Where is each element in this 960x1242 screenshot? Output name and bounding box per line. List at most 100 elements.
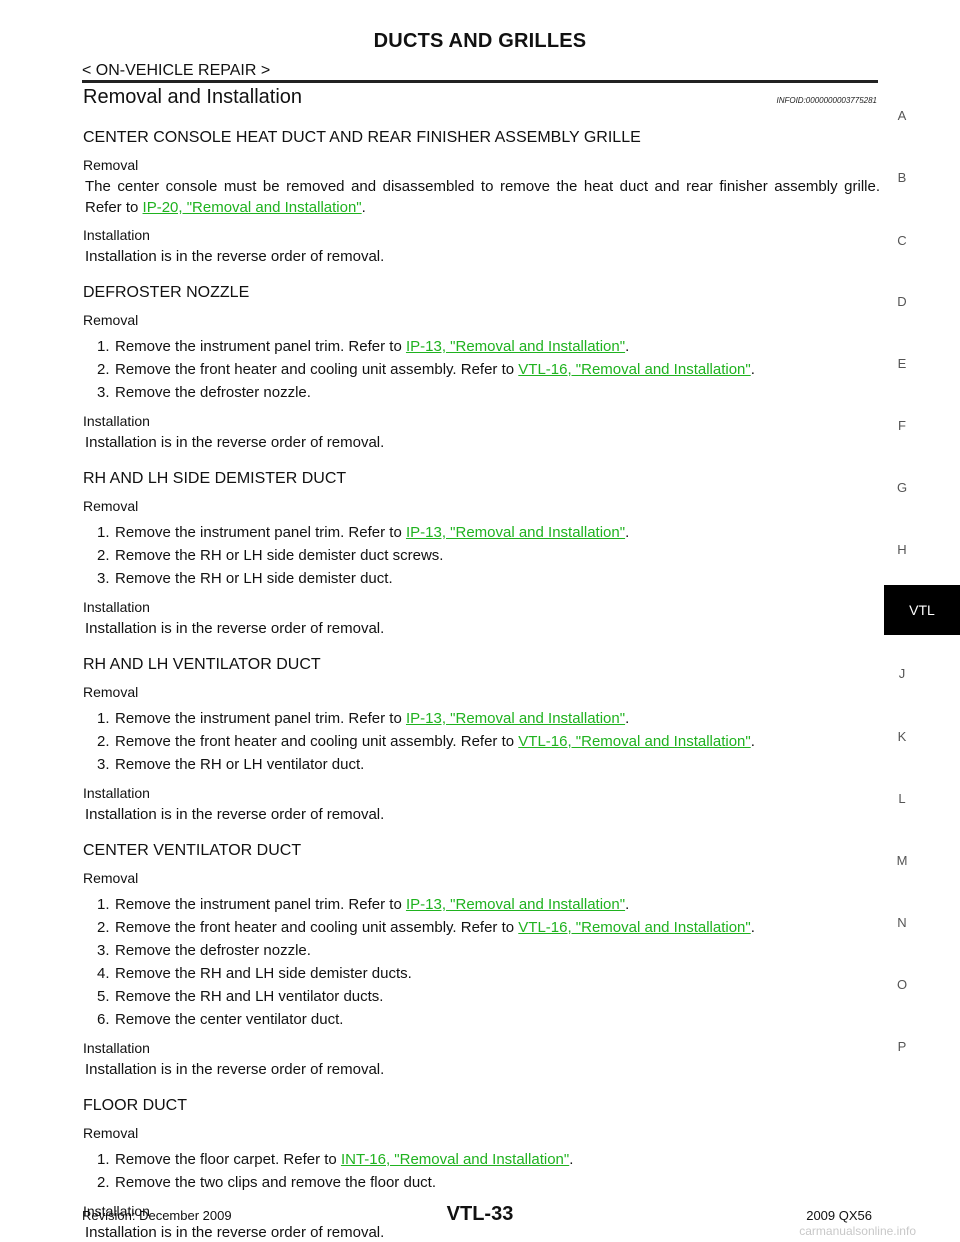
installation-paragraph: Installation is in the reverse order of … [85,1061,385,1078]
reference-link[interactable]: VTL-16, "Removal and Installation" [518,919,751,936]
section-title: Removal and Installation [83,86,303,108]
reference-link[interactable]: IP-13, "Removal and Installation" [405,896,626,913]
footer-page-number: VTL-33 [446,1203,514,1225]
removal-steps: 1. Remove the instrument panel trim. Refe… [83,707,880,776]
index-tab-vtl-active[interactable]: VTL [884,585,960,635]
step-number: 1. [97,524,110,541]
removal-label: Removal [83,1125,139,1141]
index-tab-j[interactable]: J [898,666,906,681]
step-text: Remove the RH and LH ventilator ducts. [115,988,384,1005]
step-text: Remove the front heater and cooling unit… [115,361,519,378]
step-item: 3.Remove the defroster nozzle. [83,939,880,962]
step-number: 6. [97,1011,110,1028]
reference-link[interactable]: VTL-16, "Removal and Installation" [518,733,751,750]
installation-paragraph: Installation is in the reverse order of … [85,1224,385,1241]
index-tab-d[interactable]: D [897,294,907,309]
installation-label: Installation [83,599,150,615]
subsection-heading: FLOOR DUCT [83,1097,187,1114]
step-number: 1. [97,710,110,727]
footer-revision: Revision: December 2009 [82,1208,232,1223]
index-tab-g[interactable]: G [896,480,908,495]
step-item: 3. Remove the RH or LH ventilator duct. [83,753,880,776]
step-text: . [750,361,755,378]
step-item: 1. Remove the instrument panel trim. Refe… [83,521,880,544]
step-text: Remove the instrument panel trim. Refer … [115,896,406,913]
reference-link[interactable]: VTL-16, "Removal and Installation" [518,361,751,378]
index-tab-n[interactable]: N [897,915,907,930]
step-text: . [569,1151,574,1168]
step-number: 3. [97,756,110,773]
removal-label: Removal [83,870,139,886]
installation-paragraph: Installation is in the reverse order of … [85,806,385,823]
step-number: 2. [97,361,110,378]
step-item: 1.Remove the instrument panel trim. Refe… [83,893,880,916]
index-tab-c[interactable]: C [897,233,907,248]
index-tab-k[interactable]: K [897,729,907,744]
step-number: 3. [97,570,110,587]
step-number: 2. [97,1174,110,1191]
footer-model: 2009 QX56 [806,1208,872,1223]
index-tab-p[interactable]: P [897,1039,907,1054]
paragraph-text: The center console must be removed and d… [85,178,880,216]
installation-label: Installation [83,227,150,243]
step-item: 1.Remove the floor carpet. Refer to INT-… [83,1148,880,1171]
reference-link[interactable]: IP-13, "Removal and Installation" [405,338,626,355]
removal-label: Removal [83,498,139,514]
subsection-heading: RH AND LH VENTILATOR DUCT [83,656,321,673]
step-text: Remove the instrument panel trim. Refer … [115,524,406,541]
index-tab-h[interactable]: H [897,542,907,557]
subsection-heading: CENTER CONSOLE HEAT DUCT AND REAR FINISH… [83,129,641,146]
paragraph-text: . [361,199,366,216]
step-text: Remove the RH or LH ventilator duct. [115,756,365,773]
reference-link[interactable]: INT-16, "Removal and Installation" [340,1151,570,1168]
step-number: 3. [97,384,110,401]
index-tab-m[interactable]: M [896,853,908,868]
subsection-heading: DEFROSTER NOZZLE [83,284,250,301]
step-number: 3. [97,942,110,959]
step-item: 2.Remove the front heater and cooling un… [83,916,880,939]
watermark: carmanualsonline.info [799,1224,916,1238]
index-tab-f[interactable]: F [898,418,906,433]
removal-label: Removal [83,684,139,700]
installation-label: Installation [83,785,150,801]
step-number: 2. [97,919,110,936]
removal-steps: 1. Remove the instrument panel trim. Refe… [83,521,880,590]
step-text: . [750,733,755,750]
step-text: Remove the front heater and cooling unit… [115,733,519,750]
step-text: Remove the center ventilator duct. [115,1011,344,1028]
index-tab-b[interactable]: B [897,170,907,185]
step-item: 2.Remove the RH or LH side demister duct… [83,544,880,567]
step-text: . [625,524,630,541]
step-item: 1.Remove the instrument panel trim. Refe… [83,335,880,358]
step-item: 1. Remove the instrument panel trim. Refe… [83,707,880,730]
removal-steps: 1.Remove the instrument panel trim. Refe… [83,893,880,1031]
page-title: DUCTS AND GRILLES [373,30,587,52]
step-text: Remove the instrument panel trim. Refer … [115,710,406,727]
step-item: 2. Remove the front heater and cooling un… [83,730,880,753]
step-number: 2. [97,547,110,564]
step-text: . [625,710,630,727]
info-id: INFOID:0000000003775281 [776,96,877,105]
installation-paragraph: Installation is in the reverse order of … [85,434,385,451]
step-text: . [625,338,630,355]
reference-link[interactable]: IP-20, "Removal and Installation" [142,199,362,216]
step-text: Remove the two clips and remove the floo… [115,1174,436,1191]
removal-steps: 1.Remove the floor carpet. Refer to INT-… [83,1148,880,1194]
subsection-heading: RH AND LH SIDE DEMISTER DUCT [83,470,347,487]
reference-link[interactable]: IP-13, "Removal and Installation" [405,710,626,727]
reference-link[interactable]: IP-13, "Removal and Installation" [405,524,626,541]
index-tab-a[interactable]: A [897,108,907,123]
step-number: 1. [97,1151,110,1168]
installation-label: Installation [83,413,150,429]
index-tab-e[interactable]: E [897,356,907,371]
subsection-heading: CENTER VENTILATOR DUCT [83,842,302,859]
step-number: 4. [97,965,110,982]
step-number: 2. [97,733,110,750]
removal-label: Removal [83,157,139,173]
header-divider [82,80,878,83]
index-tab-o[interactable]: O [896,977,908,992]
step-item: 3.Remove the defroster nozzle. [83,381,880,404]
document-body: CENTER CONSOLE HEAT DUCT AND REAR FINISH… [83,128,880,1242]
step-text: . [750,919,755,936]
index-tab-l[interactable]: L [898,791,906,806]
